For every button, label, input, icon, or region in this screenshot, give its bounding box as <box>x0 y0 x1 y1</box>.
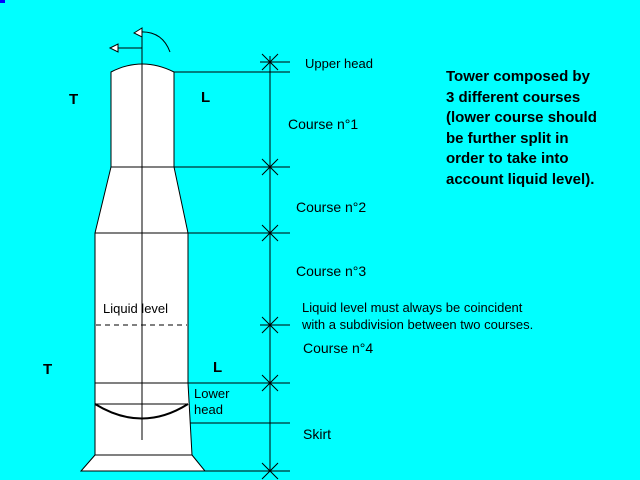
tick-course1 <box>261 158 279 176</box>
dimension-ticks <box>261 53 279 480</box>
label-lower-head: Lower head <box>194 386 230 417</box>
tick-bottom <box>261 462 279 480</box>
rotation-arc <box>137 31 171 53</box>
label-course3: Course n°3 <box>296 263 367 279</box>
corner-mark <box>0 0 5 3</box>
label-course1: Course n°1 <box>288 116 359 132</box>
label-l-bottom: L <box>213 359 223 376</box>
tower-body <box>79 63 207 472</box>
label-liquid-level: Liquid level <box>103 301 169 316</box>
tower-note: Tower composed by 3 different courses (l… <box>446 68 597 188</box>
label-skirt: Skirt <box>303 426 331 442</box>
label-course2: Course n°2 <box>296 199 367 215</box>
tick-course3 <box>261 374 279 392</box>
tick-course2 <box>261 224 279 242</box>
label-t-bottom: T <box>43 361 53 378</box>
top-arrow-head <box>108 43 119 53</box>
tick-top <box>261 53 279 71</box>
label-l-top: L <box>201 89 211 106</box>
label-t-top: T <box>69 91 79 108</box>
label-upper-head: Upper head <box>305 56 373 71</box>
rotation-arrow-head <box>132 27 143 38</box>
tick-liquid <box>261 316 279 334</box>
label-course4: Course n°4 <box>303 340 374 356</box>
liquid-note: Liquid level must always be coincident w… <box>302 300 534 332</box>
